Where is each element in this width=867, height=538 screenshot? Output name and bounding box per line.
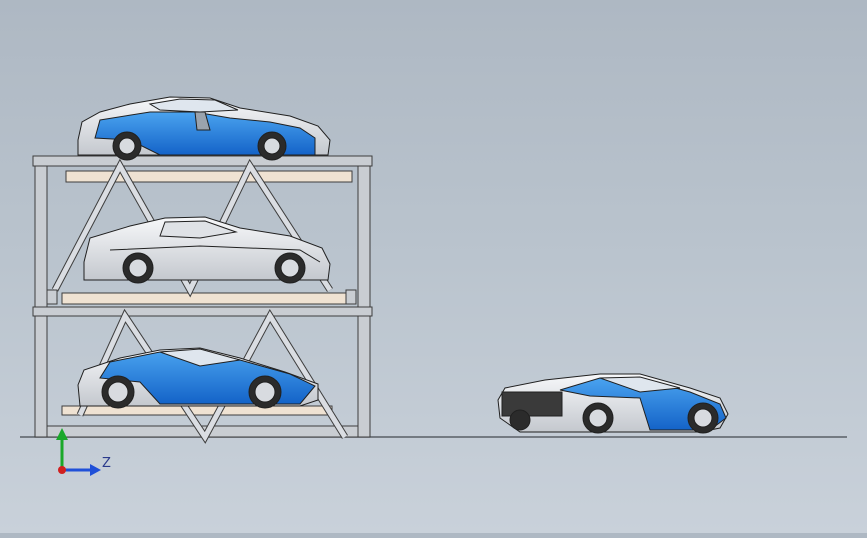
car-supercar-bottom[interactable]: [77, 347, 319, 409]
coordinate-triad: [56, 428, 101, 476]
parking-lift-frame[interactable]: [32, 155, 373, 444]
platform-top: [65, 170, 353, 183]
origin-icon: [58, 466, 66, 474]
z-axis-label: Z: [102, 456, 111, 471]
car-supercar-ground[interactable]: [497, 373, 729, 434]
car-sedan-top[interactable]: [77, 96, 331, 161]
platform-middle: [61, 292, 351, 305]
platform-bottom: [61, 405, 333, 416]
car-coupe-middle[interactable]: [83, 216, 331, 284]
